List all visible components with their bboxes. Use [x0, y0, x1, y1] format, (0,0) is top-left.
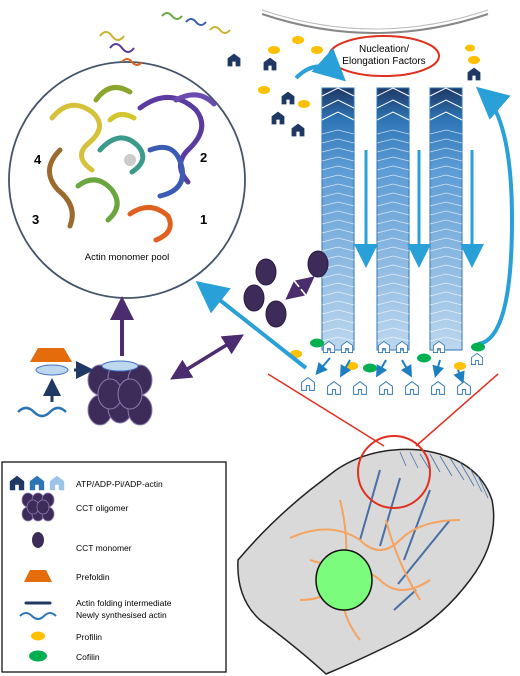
subdomain-3: 3: [32, 212, 39, 227]
legend-profilin: Profilin: [76, 632, 102, 642]
subdomain-1: 1: [200, 212, 207, 227]
cct-monomers: [243, 250, 329, 328]
subdomain-4: 4: [34, 152, 42, 167]
legend: ATP/ADP-Pi/ADP-actin CCT oligomer CCT mo…: [1, 461, 227, 673]
newly-synthesised-actin: [17, 406, 67, 418]
legend-cofilin-icon: [29, 650, 47, 662]
prefoldin-complex: [30, 348, 72, 376]
legend-cct-monomer-icon: [32, 532, 44, 548]
actin-filament-1: [321, 87, 355, 351]
binding-partner-structures: [99, 12, 231, 66]
nucleation-factors-label: Nucleation/ Elongation Factors: [328, 35, 440, 77]
profilin-group-top: [258, 36, 480, 108]
released-adp-actin: [301, 377, 471, 395]
legend-prefoldin: Prefoldin: [76, 572, 110, 582]
cct-oligomer: [87, 360, 153, 426]
legend-new-actin: Newly synthesised actin: [76, 610, 167, 620]
legend-prefoldin-icon: [24, 570, 52, 582]
arrow-to-pool: [195, 281, 308, 370]
legend-profilin-icon: [31, 631, 45, 641]
legend-folding-intermediate: Actin folding intermediate: [76, 598, 172, 608]
cell-membrane-arc: [261, 13, 489, 34]
actin-monomer-pool: 4 2 3 1 Actin monomer pool: [8, 61, 246, 299]
nucleation-text-1: Nucleation/: [359, 44, 409, 55]
legend-cct-monomer: CCT monomer: [76, 543, 132, 553]
legend-new-actin-icon: [19, 612, 57, 620]
cofilin-group: [310, 338, 485, 373]
subdomain-2: 2: [200, 150, 207, 165]
pool-label: Actin monomer pool: [85, 252, 169, 263]
actin-filament-3: [429, 87, 463, 351]
cell-outline: [237, 448, 495, 675]
legend-cct-oligomer: CCT oligomer: [76, 503, 128, 513]
actin-filament-2: [376, 87, 410, 351]
recycle-arrow-right: [475, 86, 515, 346]
zoom-region-circle: [357, 435, 431, 509]
nucleus: [315, 549, 373, 611]
legend-actin: ATP/ADP-Pi/ADP-actin: [76, 479, 163, 489]
legend-cofilin: Cofilin: [76, 652, 100, 662]
legend-cct-oligomer-icon: [21, 492, 55, 522]
nucleation-text-2: Elongation Factors: [342, 56, 425, 67]
elongation-arrow-top: [294, 48, 346, 82]
